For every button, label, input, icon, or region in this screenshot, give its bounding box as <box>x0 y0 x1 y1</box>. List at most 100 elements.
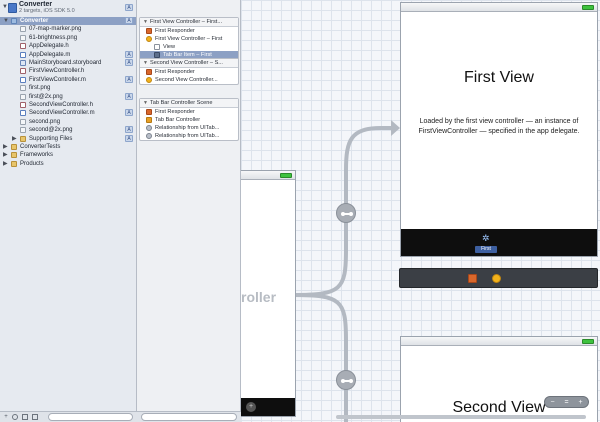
outline-item-label: First Responder <box>155 28 195 34</box>
zoom-out-button[interactable]: − <box>550 399 555 406</box>
second-view-frame[interactable]: Second View <box>400 336 598 422</box>
zoom-fit-button[interactable]: = <box>564 399 569 406</box>
disclosure-icon[interactable]: ▼ <box>143 100 148 106</box>
outline-item[interactable]: Second View Controller... <box>140 76 238 84</box>
outline-item[interactable]: Relationship from UITab... <box>140 124 238 132</box>
file-row-label: FirstViewController.h <box>29 68 85 75</box>
zoom-control: − = + <box>544 396 589 408</box>
outline-item[interactable]: Relationship from UITab... <box>140 132 238 140</box>
source-file-icon <box>20 51 26 58</box>
tab-add-icon[interactable]: + <box>246 402 256 412</box>
file-row[interactable]: first.png <box>0 84 136 92</box>
disclosure-icon[interactable]: ▼ <box>2 4 8 10</box>
file-row[interactable]: ▶ConverterTests <box>0 143 136 151</box>
scm-badge: A <box>125 134 133 142</box>
file-row-label: second@2x.png <box>29 127 73 134</box>
scene-header[interactable]: ▼Second View Controller – S... <box>140 59 238 68</box>
segue-node-icon[interactable] <box>336 203 356 223</box>
disclosure-icon[interactable]: ▶ <box>3 144 8 150</box>
project-name: Converter <box>19 1 53 8</box>
project-icon <box>8 3 17 13</box>
first-responder-icon[interactable] <box>468 274 477 283</box>
disclosure-icon[interactable]: ▼ <box>3 18 9 24</box>
scm-filter-icon[interactable] <box>22 414 28 420</box>
tab-bar-controller-icon <box>146 117 152 123</box>
tab-bar-controller-label: roller <box>241 289 277 305</box>
disclosure-icon[interactable]: ▶ <box>3 160 8 167</box>
disclosure-icon[interactable]: ▼ <box>143 19 148 25</box>
outline-item[interactable]: First Responder <box>140 68 238 76</box>
outline-item[interactable]: First View Controller – First <box>140 35 238 43</box>
first-responder-icon <box>146 28 152 34</box>
scene-dock <box>399 268 598 288</box>
file-row[interactable]: SecondViewController.h <box>0 101 136 109</box>
project-subtitle: 2 targets, iOS SDK 5.0 <box>19 8 75 14</box>
file-row-label: MainStoryboard.storyboard <box>29 60 102 66</box>
relationship-icon <box>146 125 152 131</box>
scene-title: First View Controller – First... <box>150 19 223 25</box>
unsaved-filter-icon[interactable] <box>32 414 38 420</box>
battery-icon <box>280 173 292 178</box>
disclosure-icon[interactable]: ▶ <box>3 152 8 159</box>
file-row[interactable]: ▶ Supporting Files A <box>0 134 136 143</box>
scene-header[interactable]: ▼First View Controller – First... <box>140 18 238 27</box>
file-row[interactable]: AppDelegate.h <box>0 42 136 50</box>
file-row-label: Converter <box>20 18 49 24</box>
outline-item[interactable]: First Responder <box>140 108 238 116</box>
file-row-label: Supporting Files <box>29 135 73 142</box>
folder-icon <box>11 160 17 167</box>
scm-badge: A <box>125 75 133 83</box>
first-view-frame[interactable]: First View Loaded by the first view cont… <box>400 2 598 257</box>
filter-input[interactable] <box>48 413 133 421</box>
outline-item[interactable]: View <box>140 43 238 51</box>
outline-item[interactable]: Tab Bar Item – First <box>140 51 238 59</box>
file-row[interactable]: 61-brightness.png <box>0 34 136 42</box>
project-header[interactable]: ▼ Converter 2 targets, iOS SDK 5.0 A <box>0 0 136 16</box>
tab-item-first[interactable]: ✲ First <box>475 232 497 253</box>
file-row[interactable]: ▼ Converter A <box>0 17 136 25</box>
outline-filter-input[interactable] <box>141 413 237 421</box>
file-row-label: Products <box>20 160 44 167</box>
outline-item-label: Relationship from UITab... <box>155 125 220 131</box>
outline-item[interactable]: First Responder <box>140 27 238 35</box>
outline-item[interactable]: Tab Bar Controller <box>140 116 238 124</box>
segue-arrow-icon <box>391 120 400 136</box>
storyboard-canvas[interactable]: roller + First View Loaded by the first … <box>241 0 600 422</box>
scm-badge: A <box>125 17 133 24</box>
recent-icon[interactable] <box>12 414 18 420</box>
file-row[interactable]: ▶ Products <box>0 160 136 168</box>
source-file-icon <box>20 76 26 83</box>
horizontal-scrollbar[interactable] <box>336 415 586 419</box>
first-view-title: First View <box>464 69 534 86</box>
file-row-label: first.png <box>29 85 51 92</box>
disclosure-icon[interactable]: ▶ <box>12 135 17 142</box>
scm-badge: A <box>125 4 133 11</box>
source-file-icon <box>20 110 26 117</box>
disclosure-icon[interactable]: ▼ <box>143 60 148 66</box>
file-row[interactable]: FirstViewController.h <box>0 67 136 75</box>
tab-bar-controller-frame[interactable]: roller + <box>241 170 296 417</box>
view-controller-icon <box>146 36 152 42</box>
image-file-icon <box>20 85 26 92</box>
segue-node-icon[interactable] <box>336 370 356 390</box>
outline-item-label: View <box>163 44 176 50</box>
outline-item-label: Second View Controller... <box>155 77 218 83</box>
storyboard-file-icon <box>20 60 26 66</box>
first-responder-icon <box>146 69 152 75</box>
file-row[interactable]: second.png <box>0 118 136 126</box>
file-row[interactable]: 07-map-marker.png <box>0 25 136 33</box>
file-row[interactable]: ▶Frameworks <box>0 151 136 159</box>
tab-bar-item-icon <box>154 52 160 58</box>
add-icon[interactable]: + <box>4 414 8 420</box>
scene-header[interactable]: ▼Tab Bar Controller Scene <box>140 99 238 108</box>
first-responder-icon <box>146 109 152 115</box>
zoom-in-button[interactable]: + <box>578 399 583 406</box>
status-bar <box>241 171 295 180</box>
view-controller-icon[interactable] <box>492 274 501 283</box>
